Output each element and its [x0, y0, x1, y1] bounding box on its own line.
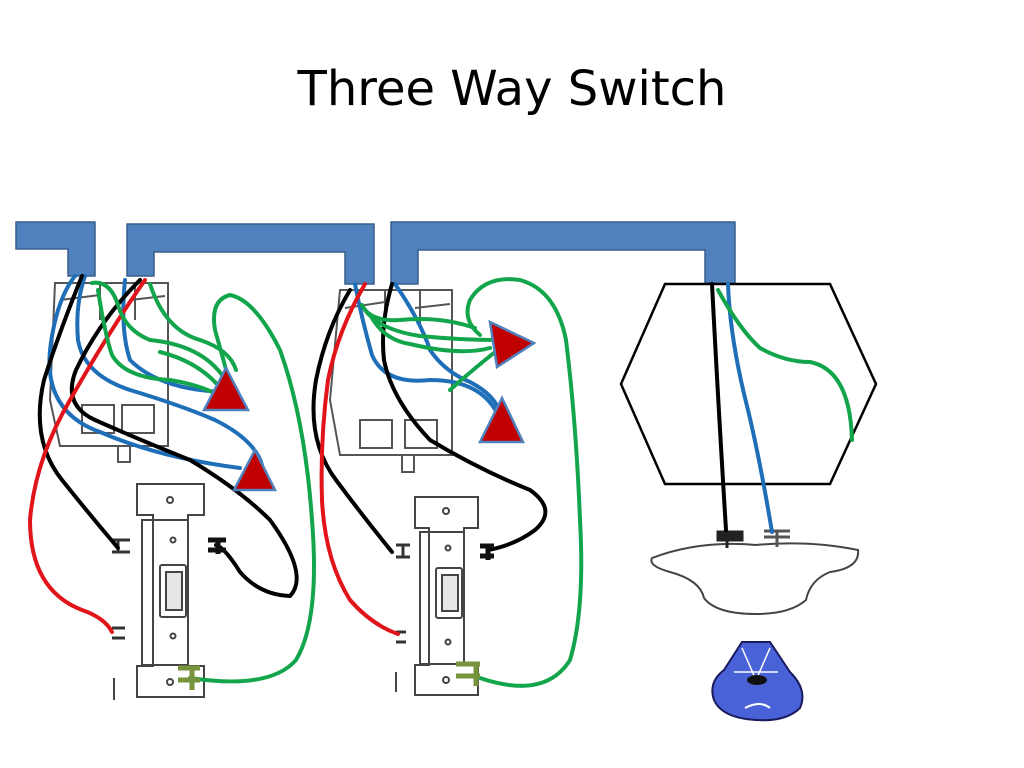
wire-nut [231, 447, 278, 492]
slide-title: Three Way Switch [297, 61, 727, 117]
conduit [15, 221, 736, 285]
wire-nut [488, 319, 537, 370]
wire-nut [477, 395, 525, 444]
light-bulb [711, 641, 804, 722]
switch-terminals [208, 537, 494, 560]
conduit-left-elbow [15, 221, 96, 277]
hot-wires [37, 274, 728, 599]
ground-screws [178, 661, 480, 690]
three-way-switch [112, 483, 205, 700]
wire-nuts [201, 319, 537, 492]
three-way-switch [395, 496, 479, 696]
ground-screw [178, 665, 200, 690]
wire-nut [201, 365, 251, 412]
ground-wires [90, 277, 854, 688]
ground-screw [456, 661, 480, 686]
conduit-middle-run [126, 223, 375, 285]
conduit-right-run [390, 221, 736, 285]
ceiling-box [619, 282, 878, 486]
traveler-wires [27, 278, 400, 636]
lamp-holder [650, 529, 860, 616]
